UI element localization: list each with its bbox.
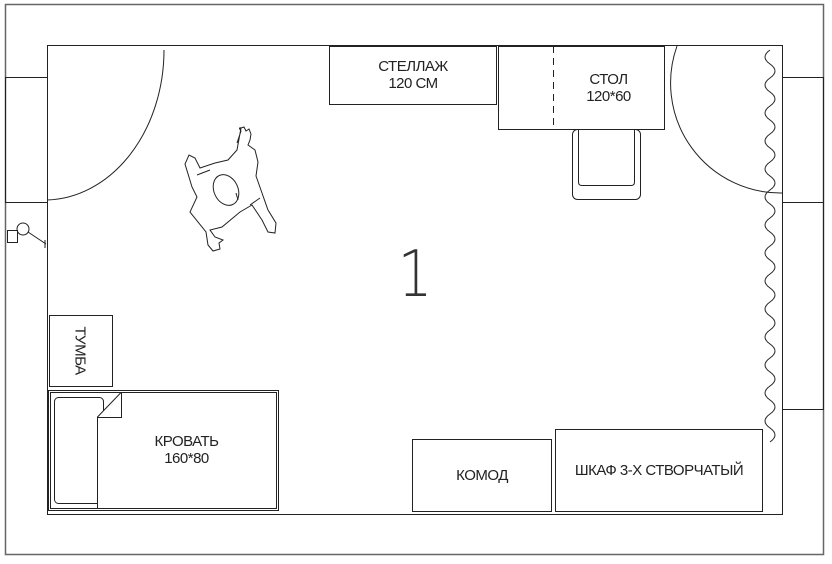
person-icon: [184, 126, 277, 252]
window-right-top: [782, 77, 824, 203]
wardrobe-name: ШКАФ 3-Х СТВОРЧАТЫЙ: [574, 461, 744, 479]
room-number: 1: [397, 238, 433, 312]
shelf-size: 120 СМ: [388, 75, 438, 92]
dresser-name: КОМОД: [456, 466, 508, 484]
dresser-label: КОМОД: [412, 439, 552, 511]
bed-name: КРОВАТЬ: [154, 433, 219, 450]
nightstand-label: ТУМБА: [49, 315, 112, 386]
bed: [48, 390, 279, 511]
window-left: [5, 77, 48, 203]
door-swing-right: [670, 45, 783, 194]
nightstand: [49, 315, 113, 387]
shelf: [329, 46, 497, 105]
door-swing-left: [46, 49, 165, 201]
bed-size: 160*80: [164, 450, 209, 467]
desk-label: СТОЛ 120*60: [553, 46, 664, 129]
dresser: [412, 439, 552, 512]
wardrobe: [555, 429, 763, 512]
blanket: [97, 392, 276, 508]
shelf-name: СТЕЛЛАЖ: [378, 58, 448, 75]
nightstand-name: ТУМБА: [72, 326, 89, 375]
shelf-label: СТЕЛЛАЖ 120 СМ: [329, 46, 497, 104]
bed-label: КРОВАТЬ 160*80: [97, 392, 276, 508]
curtain: [764, 49, 776, 443]
desk-name: СТОЛ: [589, 70, 628, 88]
window-right-bottom: [782, 202, 824, 410]
wardrobe-label: ШКАФ 3-Х СТВОРЧАТЫЙ: [555, 429, 763, 511]
light-switch-icon: [7, 222, 47, 248]
desk-size: 120*60: [586, 87, 631, 105]
chair: [572, 129, 641, 200]
